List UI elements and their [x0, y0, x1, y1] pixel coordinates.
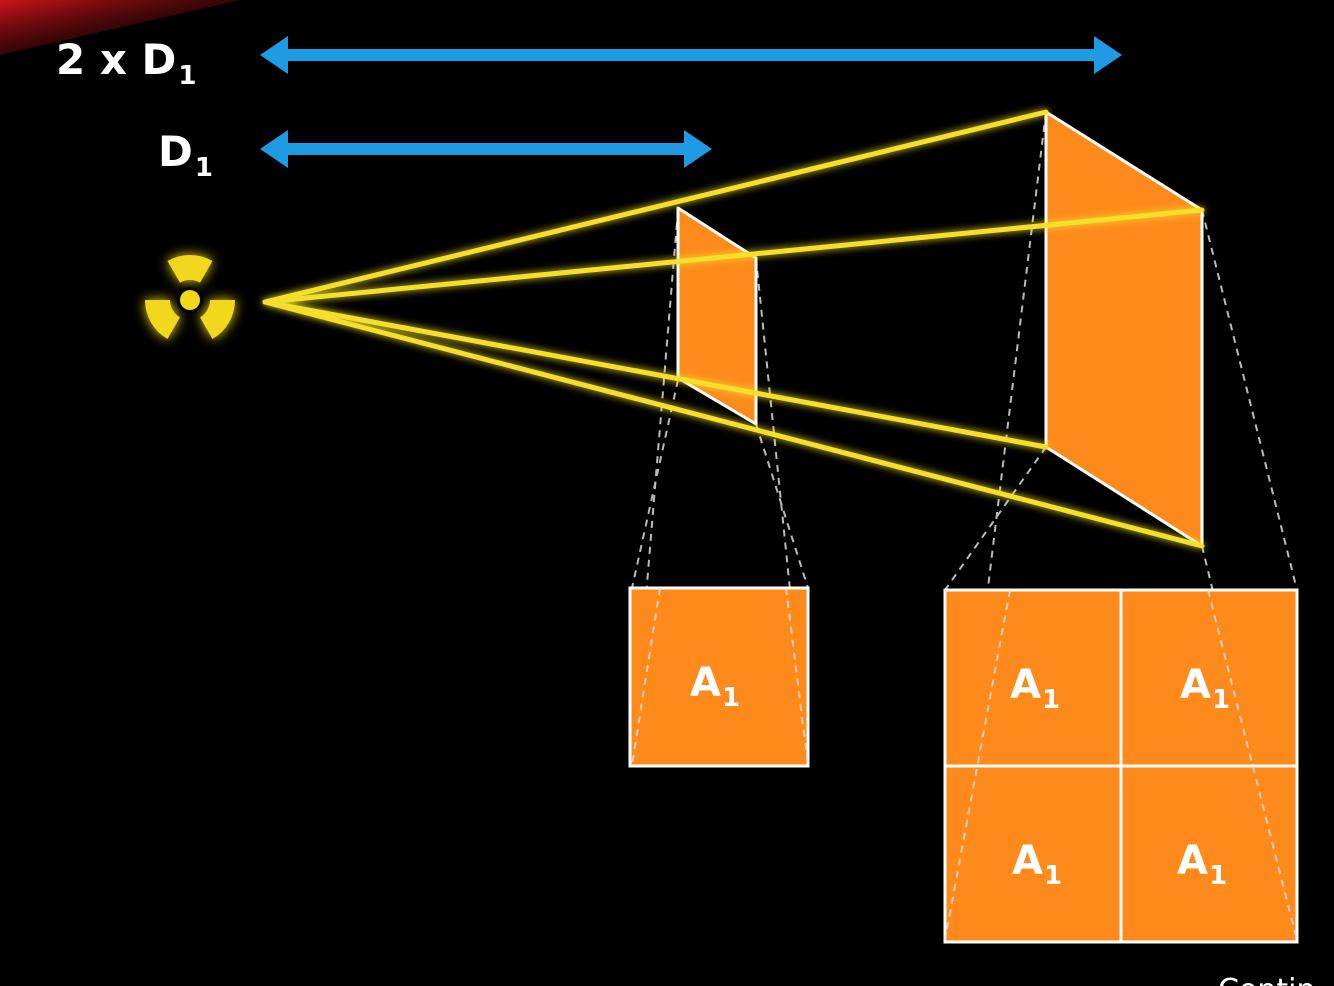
- far-panel: [1044, 110, 1204, 548]
- corner-accent: [0, 0, 240, 55]
- label-single-distance: D1: [158, 127, 213, 183]
- near-area-label: A1: [690, 660, 740, 713]
- far-detector: A1 A1 A1 A1: [943, 588, 1299, 944]
- radiation-icon: [144, 255, 236, 339]
- far-area-label-bottom-left: A1: [1012, 838, 1062, 891]
- radiation-icon-center: [177, 287, 203, 313]
- projection-lines-overlay: [631, 587, 1298, 941]
- far-area-label-top-left: A1: [1010, 662, 1060, 715]
- label-double-distance: 2 x D1: [56, 35, 197, 91]
- near-detector: A1: [628, 586, 810, 768]
- arrow-double-distance: [260, 36, 1122, 74]
- radiation-beams: [262, 109, 1205, 549]
- far-area-label-bottom-right: A1: [1177, 838, 1227, 891]
- corner-fragment-text: Contin: [1218, 973, 1315, 986]
- arrow-single-distance: [260, 130, 712, 168]
- far-area-label-top-right: A1: [1180, 662, 1230, 715]
